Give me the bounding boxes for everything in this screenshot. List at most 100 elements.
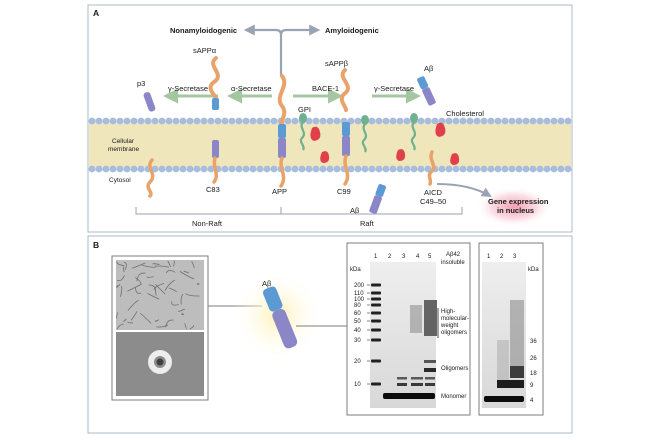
lipid-head <box>179 165 187 173</box>
cytosol-label: Cytosol <box>109 177 131 184</box>
lipid-head <box>501 117 509 125</box>
gel2-lane-number: 1 <box>487 254 491 260</box>
lipid-head <box>256 117 264 125</box>
fibril <box>155 283 166 295</box>
lipid-head <box>130 117 138 125</box>
gel1-title-1: Aβ42 <box>446 252 461 258</box>
app-label: APP <box>272 187 287 196</box>
lipid-head <box>312 117 320 125</box>
lipid-head <box>368 165 376 173</box>
oligomer-ring <box>148 350 172 374</box>
lipid-head <box>123 165 131 173</box>
lipid-head <box>326 117 334 125</box>
nonamyloidogenic-label: Nonamyloidogenic <box>170 26 237 35</box>
lipid-head <box>473 117 481 125</box>
fibril <box>184 323 187 330</box>
abeta-center <box>262 286 298 349</box>
ladder-band <box>371 328 381 332</box>
lipid-head <box>186 117 194 125</box>
fibril <box>135 277 142 286</box>
fibril <box>154 265 170 268</box>
lipid-head <box>165 165 173 173</box>
nucleus-glow <box>476 187 552 227</box>
app-extracellular <box>277 74 287 126</box>
oligomer-band <box>411 377 423 380</box>
lipid-head <box>165 117 173 125</box>
lipid-head <box>564 117 572 125</box>
gpi-anchor-3 <box>410 121 417 151</box>
gel1-lane-number: 5 <box>428 254 432 260</box>
lipid-head <box>270 117 278 125</box>
lipid-head <box>564 165 572 173</box>
ladder-band <box>371 303 381 307</box>
lipid-head <box>480 117 488 125</box>
lipid-head <box>536 117 544 125</box>
fibril <box>177 308 186 312</box>
lipid-head <box>403 117 411 125</box>
ladder-band <box>371 382 381 386</box>
lipid-head <box>543 117 551 125</box>
gel2-marker: 18 <box>530 371 537 377</box>
lipid-head <box>424 117 432 125</box>
lipid-head <box>382 117 390 125</box>
lipid-head <box>151 117 159 125</box>
fibril <box>127 284 142 292</box>
fibril <box>165 269 176 274</box>
lipid-head <box>235 117 243 125</box>
lipid-head <box>235 165 243 173</box>
lipid-head <box>333 117 341 125</box>
fibril <box>164 279 175 291</box>
fibril <box>189 325 194 330</box>
gel2-kda: kDa <box>528 267 539 273</box>
lipid-head <box>95 165 103 173</box>
lipid-head <box>431 117 439 125</box>
lipid-head <box>151 165 159 173</box>
ladder-band <box>371 291 381 295</box>
lipid-head <box>144 117 152 125</box>
fibril <box>185 293 200 297</box>
bace-label: BACE-1 <box>312 84 339 93</box>
lipid-head <box>291 117 299 125</box>
lipid-head <box>403 165 411 173</box>
lipid-head <box>172 165 180 173</box>
lipid-head <box>410 165 418 173</box>
gel1-marker: 200 <box>354 283 365 289</box>
lipid-head <box>221 165 229 173</box>
fibril <box>116 323 124 330</box>
fibril <box>168 287 177 293</box>
hmw-label-3: weight <box>440 323 459 329</box>
abeta-bottom <box>369 184 386 214</box>
fibril <box>135 287 142 294</box>
ladder-band <box>371 311 381 315</box>
lipid-head <box>487 117 495 125</box>
fibril <box>191 261 195 269</box>
alpha-label: α-Secretase <box>231 84 272 93</box>
gel1-marker: 60 <box>354 311 361 317</box>
fibril <box>130 311 138 321</box>
lipid-head <box>228 165 236 173</box>
gel2-lane-number: 2 <box>500 254 504 260</box>
oligomer-band <box>425 377 435 380</box>
sappa-label: sAPPα <box>193 46 217 55</box>
lipid-head <box>515 117 523 125</box>
lipid-head <box>172 117 180 125</box>
lipid-head <box>291 165 299 173</box>
fibril <box>179 271 195 280</box>
fibril <box>173 260 175 267</box>
lipid-head <box>193 117 201 125</box>
lipid-head <box>207 165 215 173</box>
fibril <box>116 261 125 267</box>
fibril <box>153 283 165 290</box>
lipid-head <box>508 165 516 173</box>
lipid-head <box>109 117 117 125</box>
lipid-head <box>543 165 551 173</box>
gel2-marker: 4 <box>530 398 534 404</box>
lipid-head <box>396 165 404 173</box>
oligomer-band <box>397 383 407 386</box>
lipid-head <box>452 165 460 173</box>
membrane-label-2: membrane <box>108 146 139 153</box>
fibril <box>123 266 125 273</box>
nonraft-label: Non-Raft <box>192 219 223 228</box>
